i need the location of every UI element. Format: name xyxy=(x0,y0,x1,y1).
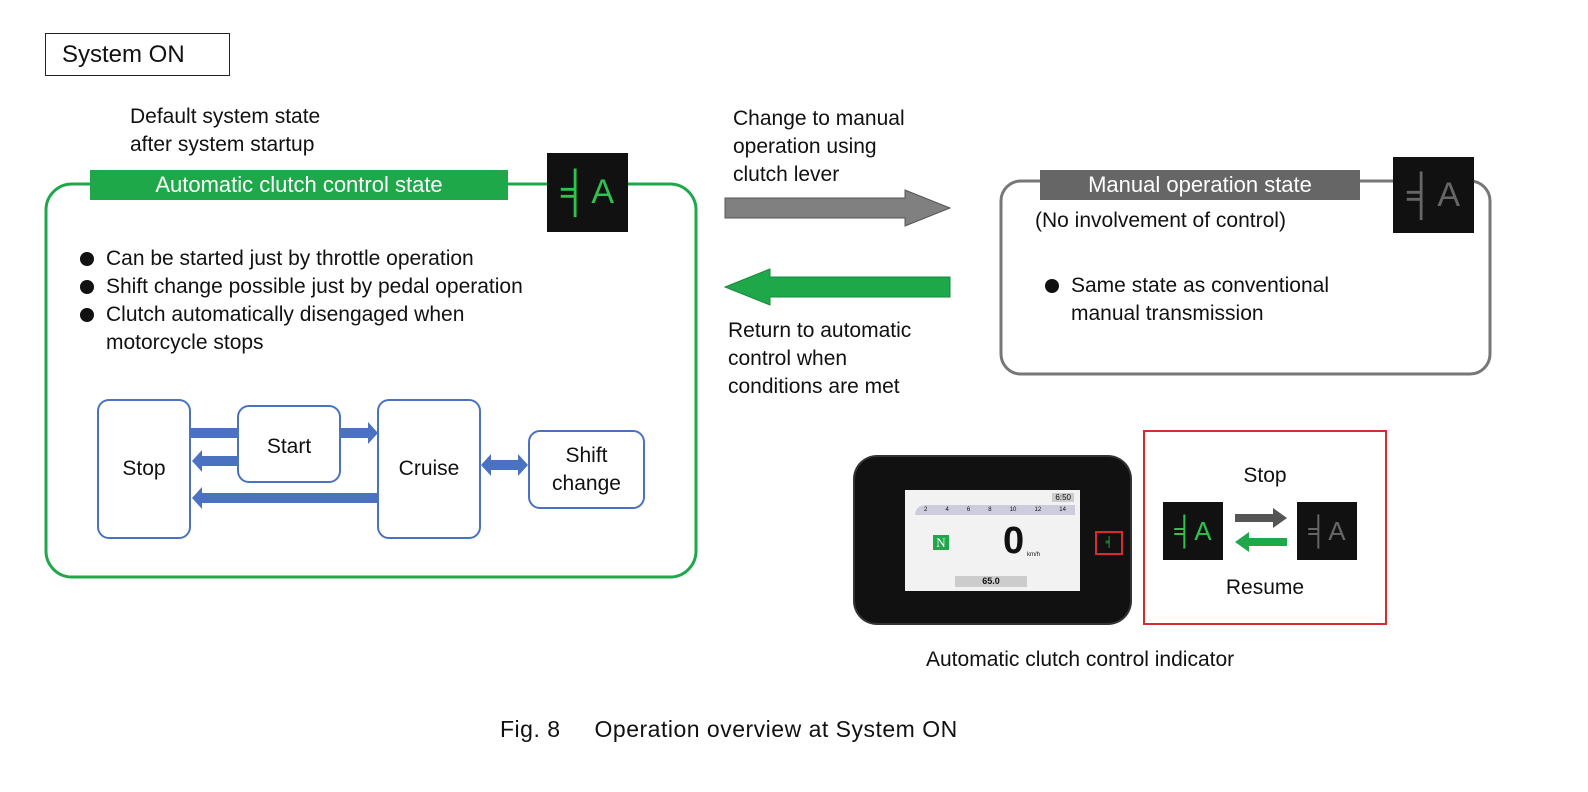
odometer: 65.0 xyxy=(955,576,1027,587)
shift-label: Shift xyxy=(565,443,608,467)
section-label: System ON xyxy=(45,33,230,76)
tick: 6 xyxy=(966,507,971,513)
bullet: Same state as conventional xyxy=(1071,274,1329,297)
bullet-continued: motorcycle stops xyxy=(106,331,264,354)
tick: 4 xyxy=(945,507,949,513)
toggle-arrows xyxy=(1235,508,1287,552)
resume-label: Resume xyxy=(1225,576,1305,599)
gear-indicator: N xyxy=(933,535,949,550)
default-note-line: after system startup xyxy=(130,133,315,156)
indicator-panel: Stop ╡A ╡A Resume xyxy=(1143,430,1387,625)
default-note: Default system state after system startu… xyxy=(130,103,320,159)
line: Change to manual xyxy=(733,107,905,130)
figure-caption: Fig. 8 Operation overview at System ON xyxy=(500,716,958,743)
to-manual-arrow xyxy=(724,189,952,227)
to-auto-text: Return to automatic control when conditi… xyxy=(728,317,911,401)
shift-change-state: Shift change xyxy=(528,430,645,509)
cruise-state: Cruise xyxy=(377,399,481,539)
tick: 2 xyxy=(924,507,928,513)
dashboard-screen: 6:50 2 4 6 8 10 12 14 N 0 km/h 65.0 xyxy=(905,490,1080,591)
default-note-line: Default system state xyxy=(130,105,321,128)
auto-clutch-indicator-on-icon: ╡A xyxy=(547,153,628,232)
shift-label: change xyxy=(552,471,621,495)
bullet: Shift change possible just by pedal oper… xyxy=(106,275,523,298)
start-label: Start xyxy=(266,435,312,458)
stop-state: Stop xyxy=(97,399,191,539)
bullet: Can be started just by throttle operatio… xyxy=(106,247,474,270)
manual-bullets: Same state as conventional manual transm… xyxy=(1045,272,1329,328)
figure-number: Fig. 8 xyxy=(500,716,561,742)
indicator-caption: Automatic clutch control indicator xyxy=(926,648,1235,671)
stop-label: Stop xyxy=(1243,464,1287,487)
to-auto-arrow xyxy=(723,268,951,306)
line: Return to automatic xyxy=(728,319,912,342)
tick: 14 xyxy=(1059,507,1066,513)
tick: 10 xyxy=(1009,507,1017,513)
to-manual-text: Change to manual operation using clutch … xyxy=(733,105,905,189)
line: operation using xyxy=(733,135,877,158)
indicator-highlight: ╡ xyxy=(1095,531,1123,555)
auto-clutch-indicator-off-icon: ╡A xyxy=(1393,157,1474,233)
tick: 8 xyxy=(988,507,992,513)
flow-arrows xyxy=(191,422,528,509)
auto-clutch-indicator-on-icon: ╡A xyxy=(1163,502,1223,560)
bullet: Clutch automatically disengaged when xyxy=(106,303,465,326)
manual-state-title: Manual operation state xyxy=(1040,170,1360,200)
speed-unit: km/h xyxy=(1027,552,1041,558)
bullet-continued: manual transmission xyxy=(1071,302,1264,325)
line: control when xyxy=(728,347,848,370)
tick: 12 xyxy=(1034,507,1042,513)
auto-state-title: Automatic clutch control state xyxy=(90,170,508,200)
tachometer: 2 4 6 8 10 12 14 xyxy=(915,505,1075,515)
line: clutch lever xyxy=(733,163,840,186)
dashboard-image: 6:50 2 4 6 8 10 12 14 N 0 km/h 65.0 ╡ xyxy=(855,457,1130,623)
manual-subtitle: (No involvement of control) xyxy=(1035,209,1286,232)
figure-title: Operation overview at System ON xyxy=(594,716,958,742)
auto-clutch-indicator-off-icon: ╡A xyxy=(1297,502,1357,560)
start-state: Start xyxy=(237,405,341,483)
line: conditions are met xyxy=(728,375,900,398)
speed: 0 xyxy=(1003,520,1025,562)
clock: 6:50 xyxy=(1052,493,1074,502)
auto-bullets: Can be started just by throttle operatio… xyxy=(80,245,523,357)
